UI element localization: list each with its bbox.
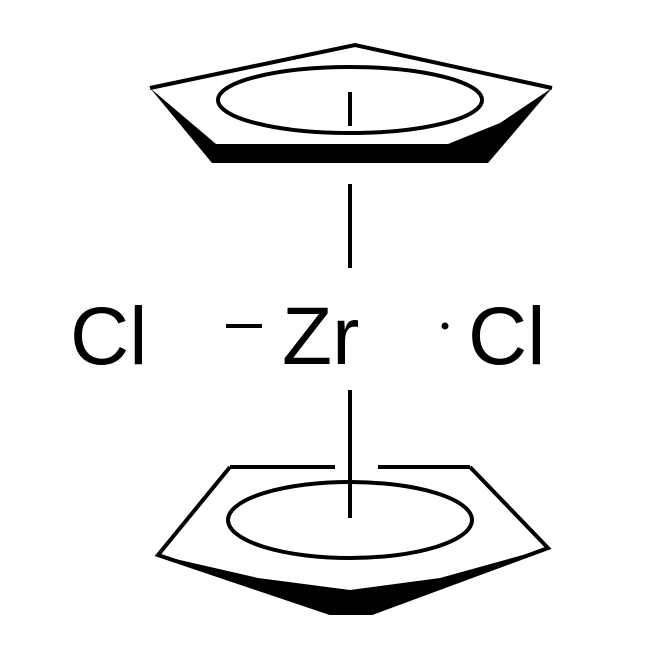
zirconium-atom: Zr: [282, 291, 359, 382]
top-ring-thick-front-face: [150, 88, 552, 163]
top-ring-aromatic-circle: [216, 65, 484, 135]
top-ring-back-edges: [149, 42, 553, 90]
zr-right-chlorine-bond-dot: [441, 322, 449, 330]
bottom-ring-thick-front-face: [158, 548, 548, 613]
right-chlorine-atom: Cl: [468, 291, 545, 382]
top-cyclopentadienyl-ring: [149, 42, 553, 163]
bottom-ring-aromatic-circle: [226, 480, 474, 560]
bottom-cyclopentadienyl-ring: [154, 465, 552, 615]
left-chlorine-atom: Cl: [70, 291, 147, 382]
